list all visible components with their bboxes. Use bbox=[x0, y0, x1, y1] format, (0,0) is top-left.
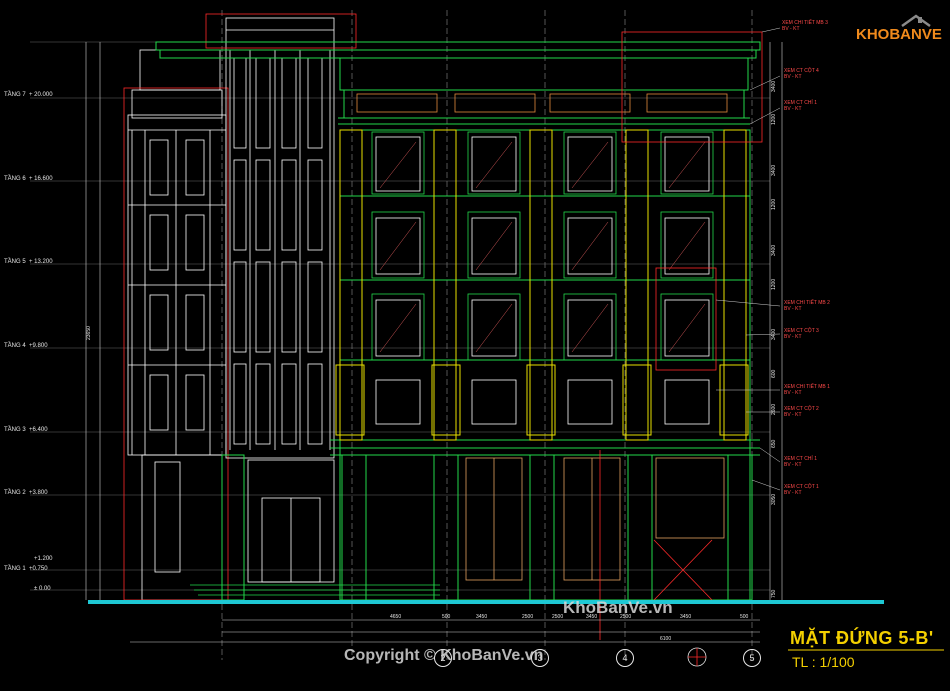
upper-windows bbox=[375, 136, 710, 425]
khobanve-logo: KHOBANVE bbox=[852, 12, 942, 52]
window-frames bbox=[371, 131, 714, 361]
detail-frames bbox=[599, 31, 763, 640]
dim-bottom: 2500 bbox=[552, 614, 564, 620]
left-building bbox=[127, 49, 227, 601]
axis-bubble: 4 bbox=[616, 649, 634, 667]
level-7: TẦNG 7 + 20.000 bbox=[4, 92, 53, 98]
axis-bubble: 3 bbox=[531, 649, 549, 667]
ground-columns bbox=[221, 454, 753, 601]
dim-right: 3400 bbox=[771, 164, 777, 176]
dim-bottom: 2500 bbox=[620, 614, 632, 620]
callout-leaders bbox=[715, 27, 781, 491]
ground-line bbox=[88, 600, 884, 604]
level-6: TẦNG 6 + 16.600 bbox=[4, 176, 53, 182]
dim-right: 750 bbox=[771, 589, 777, 598]
left-dim-line bbox=[85, 42, 101, 600]
dim-bottom: 2500 bbox=[522, 614, 534, 620]
copyright-watermark: Copyright © KhoBanVe.vn bbox=[344, 647, 544, 664]
shopfronts bbox=[465, 457, 725, 581]
level-2: TẦNG 2 +3.800 bbox=[4, 490, 48, 496]
axis-bubble: 2 bbox=[434, 649, 452, 667]
dim-left-total: 23650 bbox=[86, 326, 92, 340]
dim-bottom: 3450 bbox=[680, 614, 692, 620]
dim-right: 650 bbox=[771, 439, 777, 448]
main-facade bbox=[155, 41, 761, 601]
drawing-title: MẶT ĐỨNG 5-B' bbox=[790, 628, 934, 648]
dim-bottom: 500 bbox=[442, 614, 451, 620]
level-3: TẦNG 3 +6.400 bbox=[4, 427, 48, 433]
site-watermark: KhoBanVe.vn bbox=[563, 598, 673, 617]
axis-bubble: 5 bbox=[743, 649, 761, 667]
dim-right: 1200 bbox=[771, 198, 777, 210]
right-dim-line bbox=[769, 42, 783, 600]
logo-text: KHOBANVE bbox=[856, 26, 942, 43]
entrance-stairs bbox=[190, 584, 440, 596]
dim-right: 3400 bbox=[771, 80, 777, 92]
level-4: TẦNG 4 +9.800 bbox=[4, 343, 48, 349]
tower-top-outline bbox=[205, 13, 357, 49]
house-icon bbox=[901, 14, 931, 28]
bottom-dim-lines bbox=[130, 619, 760, 643]
dim-right: 600 bbox=[771, 369, 777, 378]
axis-guides bbox=[221, 10, 753, 660]
level-1-200: +1.200 bbox=[34, 556, 53, 562]
balustrades bbox=[356, 93, 728, 113]
dim-bottom: 500 bbox=[740, 614, 749, 620]
columns bbox=[335, 129, 749, 441]
drawing-scale: TL : 1/100 bbox=[792, 654, 855, 670]
dim-right: 3400 bbox=[771, 244, 777, 256]
glass-tower bbox=[225, 17, 335, 583]
dim-right: 3400 bbox=[771, 328, 777, 340]
dim-bottom: 6100 bbox=[660, 636, 672, 642]
dim-right: 2600 bbox=[771, 403, 777, 415]
dim-right: 3050 bbox=[771, 493, 777, 505]
level-5: TẦNG 5 + 13.200 bbox=[4, 259, 53, 265]
dim-bottom: 4650 bbox=[390, 614, 402, 620]
window-hatching bbox=[379, 141, 706, 353]
dim-right: 1200 bbox=[771, 278, 777, 290]
dim-right: 1200 bbox=[771, 113, 777, 125]
dim-bottom: 3450 bbox=[586, 614, 598, 620]
level-1: TẦNG 1 +0.750 bbox=[4, 566, 48, 572]
dim-bottom: 3450 bbox=[476, 614, 488, 620]
section-marker bbox=[687, 647, 707, 667]
level-zero: ± 0.00 bbox=[34, 586, 51, 592]
